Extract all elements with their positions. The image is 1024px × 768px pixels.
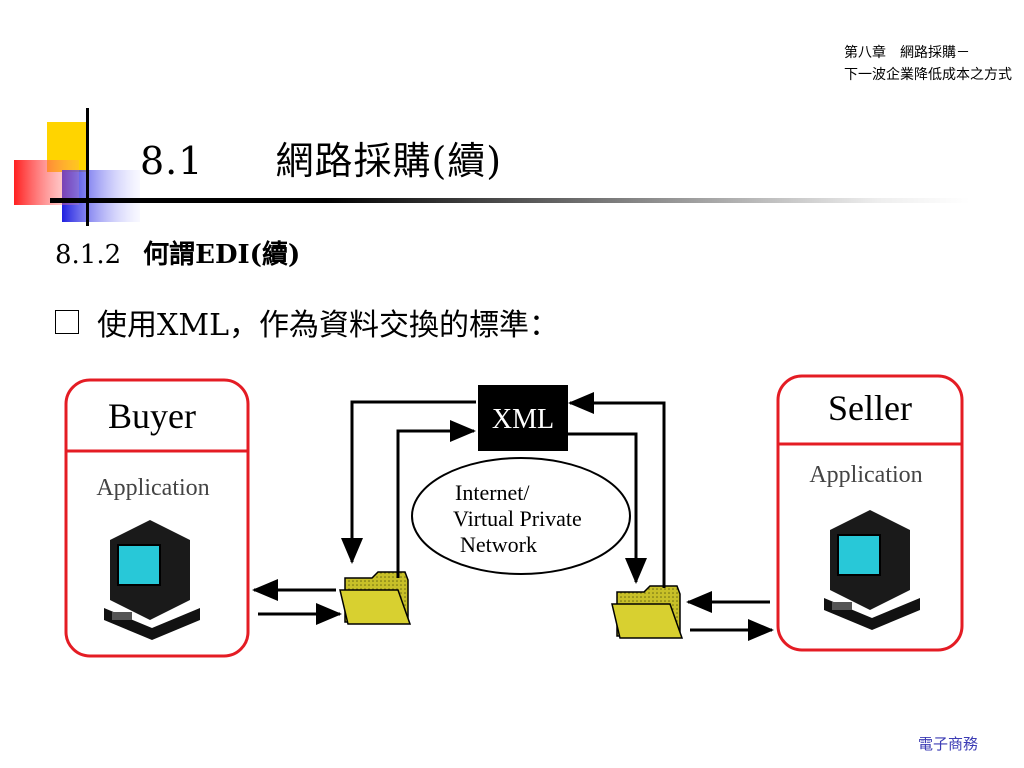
decorative-squares xyxy=(14,108,140,226)
chapter-header: 第八章 網路採購－ 下一波企業降低成本之方式 xyxy=(844,42,1012,86)
section-title: 何謂EDI(續) xyxy=(143,240,301,270)
title-underline xyxy=(50,198,970,203)
section-heading: 8.1.2 何謂EDI(續) xyxy=(55,234,300,271)
buyer-xml-arrows xyxy=(341,400,476,578)
slide-title: 8.1 網路採購(續) xyxy=(140,130,502,185)
seller-xml-arrows xyxy=(568,392,666,588)
seller-title: Seller xyxy=(828,388,912,428)
network-line1: Internet/ xyxy=(455,480,530,505)
chapter-header-line2: 下一波企業降低成本之方式 xyxy=(844,67,1012,83)
buyer-title: Buyer xyxy=(108,396,196,436)
slide-title-text: 網路採購(續) xyxy=(275,139,503,183)
bullet-text: 使用XML，作為資料交換的標準： xyxy=(97,308,559,343)
chapter-header-line1: 第八章 網路採購－ xyxy=(844,45,970,61)
xml-label: XML xyxy=(492,404,554,435)
buyer-computer-icon xyxy=(104,520,200,640)
network-line3: Network xyxy=(460,532,537,557)
bullet-item: 使用XML，作為資料交換的標準： xyxy=(55,300,559,344)
seller-application-label: Application xyxy=(809,462,922,488)
network-line2: Virtual Private xyxy=(453,506,582,531)
network-ellipse: Internet/ Virtual Private Network xyxy=(411,457,631,575)
buyer-exchange-arrows xyxy=(252,579,342,625)
seller-computer-icon xyxy=(824,510,920,630)
bullet-box-icon xyxy=(55,310,79,334)
xml-box: XML xyxy=(478,385,568,451)
seller-exchange-arrows xyxy=(686,591,774,641)
xml-exchange-diagram: Buyer Application Seller Application XML… xyxy=(64,374,964,658)
section-number: 8.1.2 xyxy=(55,240,122,270)
slide-title-number: 8.1 xyxy=(140,139,204,183)
buyer-folder-icon xyxy=(339,571,412,625)
footer-text: 電子商務 xyxy=(917,735,978,753)
seller-folder-icon xyxy=(611,585,684,639)
buyer-application-label: Application xyxy=(96,475,209,501)
